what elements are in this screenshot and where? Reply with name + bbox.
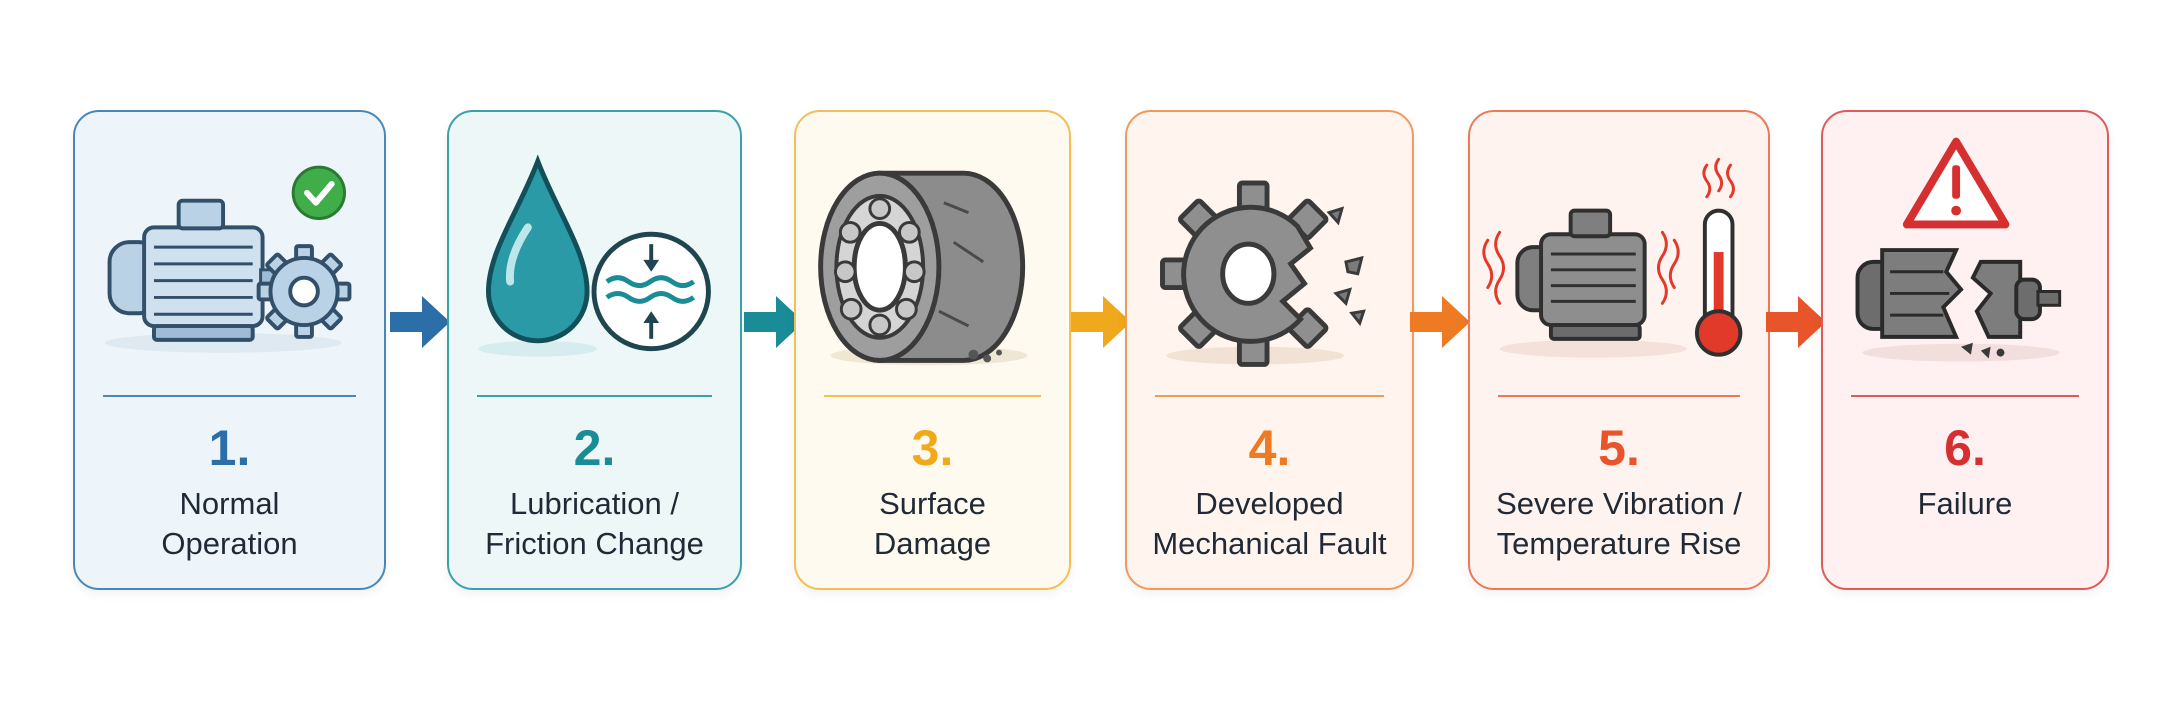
stage-label: Failure xyxy=(1823,484,2107,524)
damaged-bearing-icon xyxy=(818,170,1028,366)
stage-card-failure: 6. Failure xyxy=(1821,110,2109,590)
arrow-right-icon xyxy=(744,296,804,348)
stage-number: 6. xyxy=(1944,420,1986,476)
stage-label: Normal Operation xyxy=(75,484,384,564)
stage-card-lubrication: 2. Lubrication / Friction Change xyxy=(447,110,742,590)
card-divider xyxy=(824,395,1041,397)
stage-label: Lubrication / Friction Change xyxy=(449,484,740,564)
broken-motor-warning-icon xyxy=(1855,137,2062,362)
card-divider xyxy=(1155,395,1384,397)
stage-number: 2. xyxy=(573,420,616,476)
card-divider xyxy=(477,395,712,397)
stage-label-line1: Normal xyxy=(179,486,280,521)
broken-gear-icon xyxy=(1160,180,1366,367)
stage-number: 3. xyxy=(911,420,954,476)
arrow-right-icon xyxy=(1410,296,1470,348)
stage-label-line2: Temperature Rise xyxy=(1496,526,1742,561)
stage-card-vibration-temperature: 5. Severe Vibration / Temperature Rise xyxy=(1468,110,1770,590)
arrow-shape xyxy=(1071,296,1131,348)
stage-number: 1. xyxy=(208,420,251,476)
stage-label-line1: Failure xyxy=(1917,486,2013,521)
stage-label-line2: Friction Change xyxy=(485,526,704,561)
stage-card-surface-damage: 3. Surface Damage xyxy=(794,110,1071,590)
stage-label-line1: Lubrication / xyxy=(510,486,679,521)
stage-label-line2: Damage xyxy=(873,526,992,561)
arrow-right-icon xyxy=(390,296,450,348)
card-divider xyxy=(103,395,356,397)
stage-label: Surface Damage xyxy=(796,484,1069,564)
stage-card-normal-operation: 1. Normal Operation xyxy=(73,110,386,590)
motor-with-gear-check-icon xyxy=(104,165,352,353)
arrow-shape xyxy=(744,296,804,348)
stage-label-line1: Severe Vibration / xyxy=(1496,486,1742,521)
arrow-shape xyxy=(1410,296,1470,348)
stage-label-line2: Mechanical Fault xyxy=(1152,526,1387,561)
stage-label: Developed Mechanical Fault xyxy=(1127,484,1412,564)
card-divider xyxy=(1851,395,2079,397)
stage-card-mechanical-fault: 4. Developed Mechanical Fault xyxy=(1125,110,1414,590)
stage-label-line1: Surface xyxy=(879,486,986,521)
card-divider xyxy=(1498,395,1740,397)
arrow-right-icon xyxy=(1071,296,1131,348)
stage-label-line1: Developed xyxy=(1195,486,1344,521)
vibrating-hot-motor-icon xyxy=(1482,157,1743,358)
arrow-shape xyxy=(390,296,450,348)
stage-label: Severe Vibration / Temperature Rise xyxy=(1470,484,1768,564)
stage-label-line2: Operation xyxy=(161,526,298,561)
stage-number: 5. xyxy=(1598,420,1640,476)
stage-number: 4. xyxy=(1248,420,1291,476)
arrow-shape xyxy=(1766,296,1826,348)
oil-drop-friction-icon xyxy=(478,154,711,357)
arrow-right-icon xyxy=(1766,296,1826,348)
